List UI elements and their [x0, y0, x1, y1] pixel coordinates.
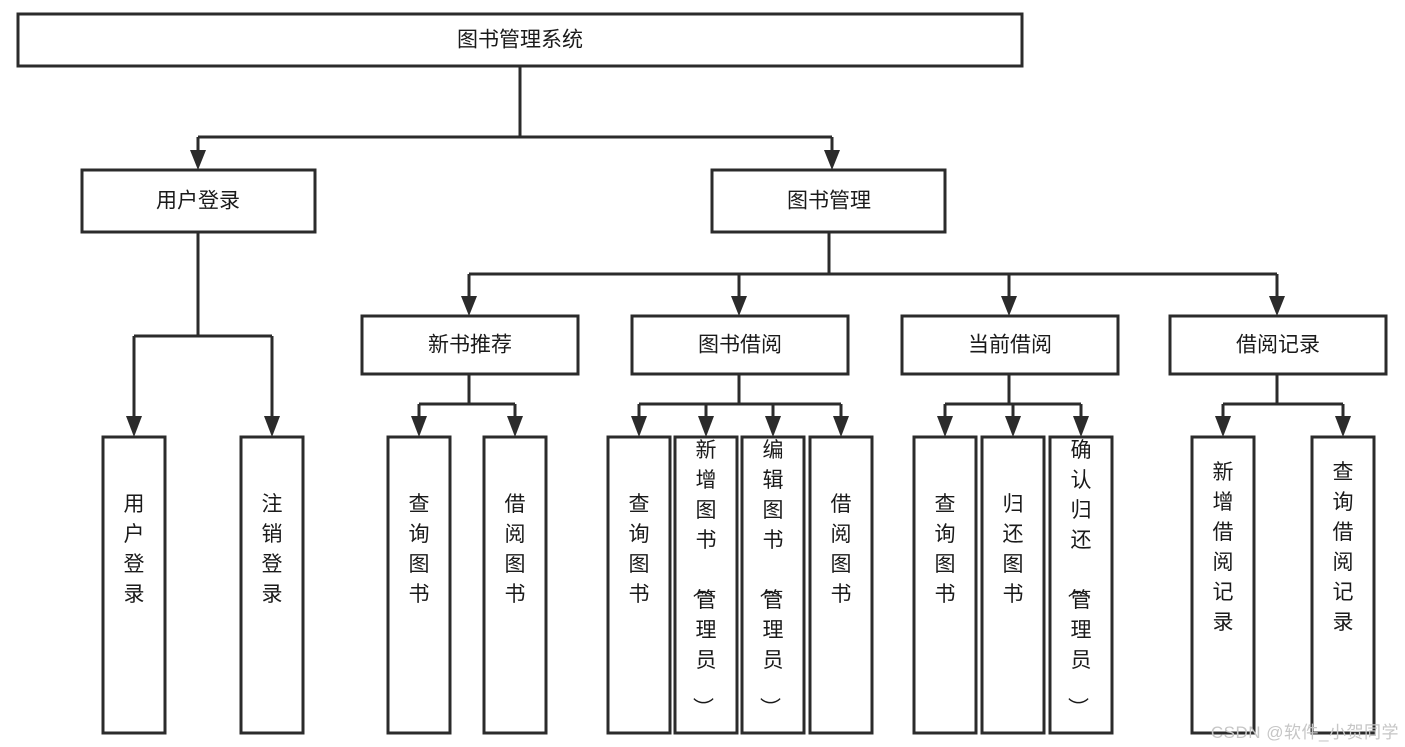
node-current-borrow[interactable]: 当前借阅: [900, 314, 1120, 376]
connector-currentborrow-to-leaves: [937, 374, 1089, 437]
leaf-label: 用户登录: [124, 493, 145, 606]
node-book-borrow-label: 图书借阅: [698, 334, 782, 357]
connector-userlogin-to-leaves: [126, 232, 280, 437]
connector-root-to-level2: [190, 66, 840, 170]
leaf-node[interactable]: 查询图书: [386, 435, 452, 735]
leaf-node[interactable]: 查询图书: [606, 435, 672, 735]
leaf-node[interactable]: 编辑图书（管理员）: [740, 435, 806, 735]
leaf-label: 借阅图书: [831, 493, 852, 606]
leaf-label: 注销登录: [262, 493, 283, 606]
leaf-node[interactable]: 借阅图书: [808, 435, 874, 735]
leaf-node[interactable]: 借阅图书: [482, 435, 548, 735]
leaf-node[interactable]: 确认归还（管理员）: [1048, 435, 1114, 735]
node-user-login[interactable]: 用户登录: [80, 168, 317, 234]
node-user-login-label: 用户登录: [156, 190, 240, 213]
node-root-label: 图书管理系统: [457, 29, 583, 52]
connector-bookborrow-to-leaves: [631, 374, 849, 437]
leaf-label: 查询图书: [935, 493, 956, 606]
leaf-node[interactable]: 归还图书: [980, 435, 1046, 735]
leaf-label: 查询图书: [629, 493, 650, 606]
leaf-label: 借阅图书: [505, 493, 526, 606]
node-new-book-recommend[interactable]: 新书推荐: [360, 314, 580, 376]
node-new-book-recommend-label: 新书推荐: [428, 334, 512, 357]
leaf-node[interactable]: 新增图书（管理员）: [673, 435, 739, 735]
node-book-management-label: 图书管理: [787, 190, 871, 213]
leaf-label: 查询图书: [409, 493, 430, 606]
leaf-node[interactable]: 新增借阅记录: [1190, 435, 1256, 735]
leaf-node[interactable]: 查询图书: [912, 435, 978, 735]
leaf-node[interactable]: 注销登录: [239, 435, 305, 735]
csdn-watermark: CSDN @软件_小贺同学: [1210, 723, 1399, 742]
leaf-label: 新增借阅记录: [1213, 461, 1234, 634]
leaf-label: 确认归还（管理员）: [1066, 439, 1092, 718]
leaf-label: 编辑图书（管理员）: [758, 439, 784, 718]
leaf-node[interactable]: 查询借阅记录: [1310, 435, 1376, 735]
node-book-borrow[interactable]: 图书借阅: [630, 314, 850, 376]
connector-bookmgmt-to-level3: [461, 232, 1285, 316]
node-book-management[interactable]: 图书管理: [710, 168, 947, 234]
node-borrow-record-label: 借阅记录: [1236, 334, 1320, 357]
leaf-label: 新增图书（管理员）: [691, 439, 717, 718]
node-borrow-record[interactable]: 借阅记录: [1168, 314, 1388, 376]
leaf-label: 归还图书: [1003, 493, 1024, 606]
node-current-borrow-label: 当前借阅: [968, 334, 1052, 357]
leaf-label: 查询借阅记录: [1333, 461, 1354, 634]
node-root[interactable]: 图书管理系统: [16, 12, 1024, 68]
leaf-node[interactable]: 用户登录: [101, 435, 167, 735]
connector-borrowrecord-to-leaves: [1215, 374, 1351, 437]
connector-newbook-to-leaves: [411, 374, 523, 437]
